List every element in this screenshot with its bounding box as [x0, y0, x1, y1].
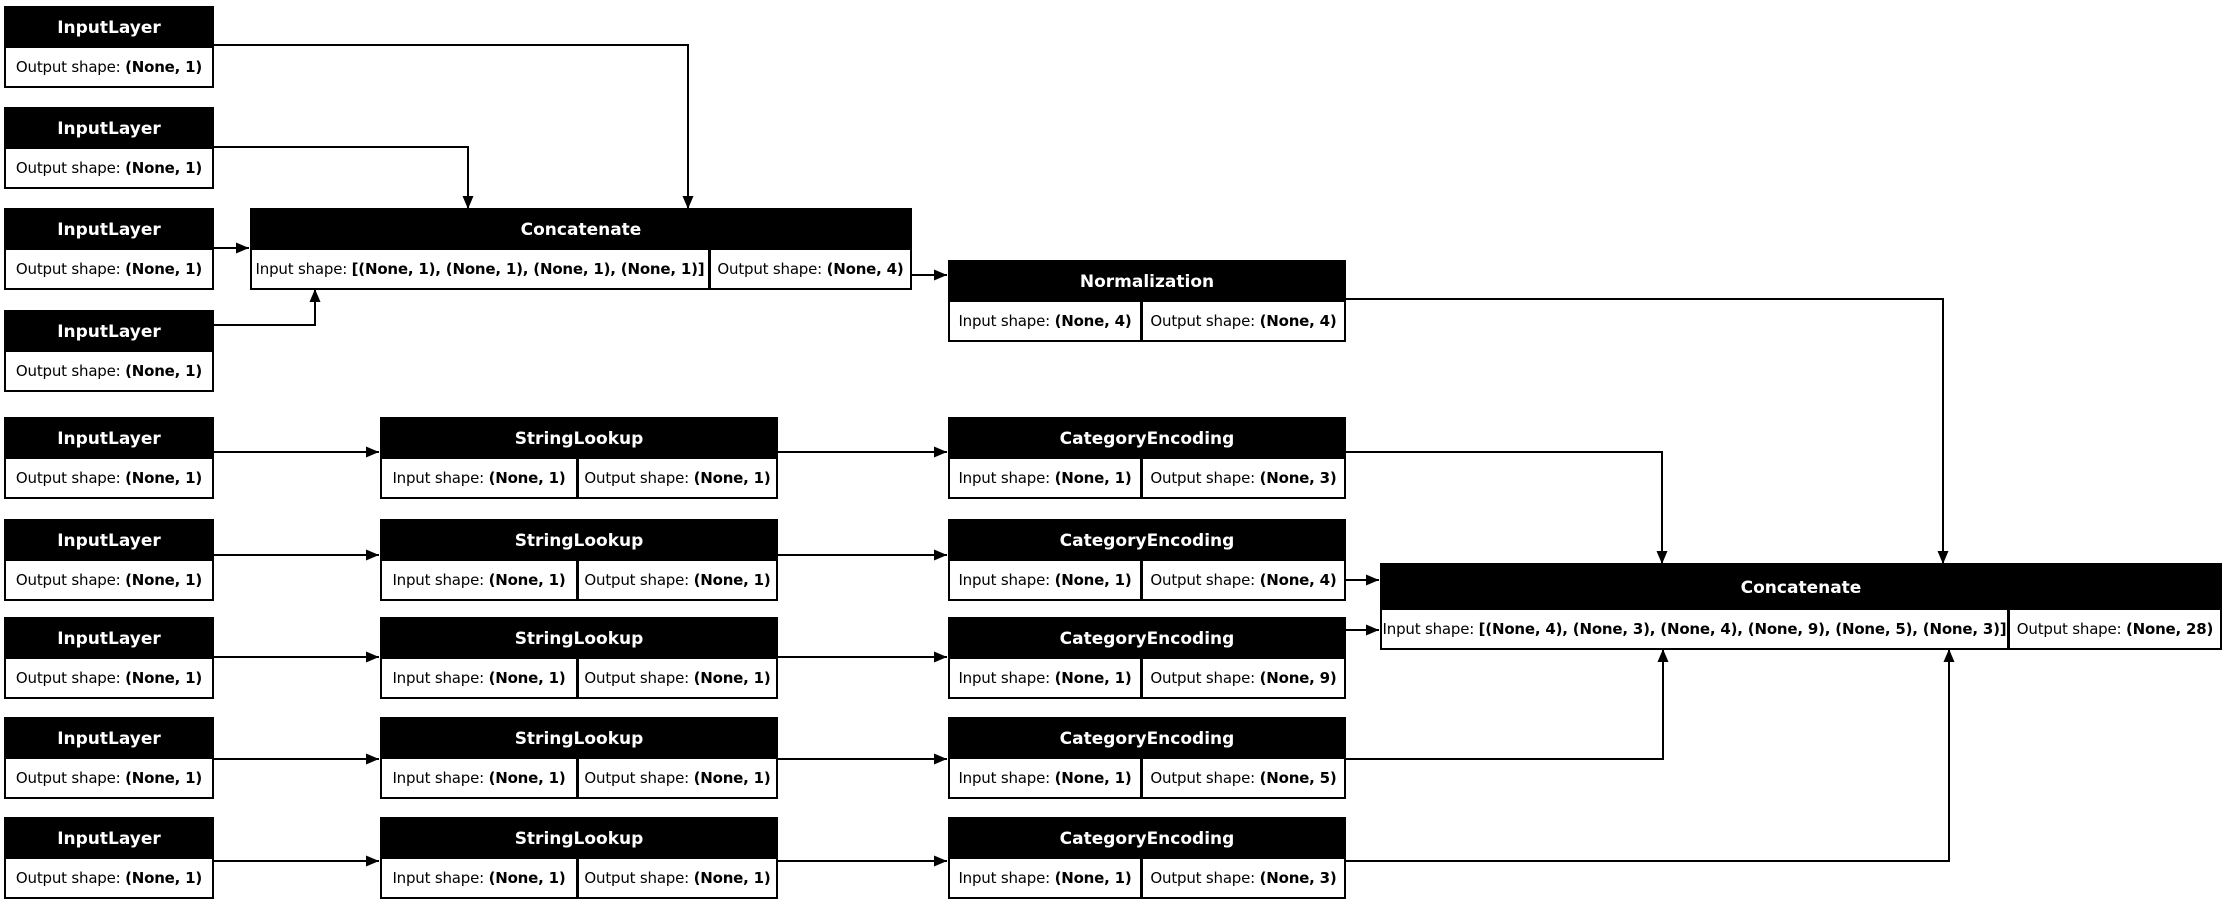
layer-title: InputLayer [57, 119, 161, 139]
layer-title: InputLayer [57, 220, 161, 240]
node-inputlayer-5: InputLayer Output shape: (None, 1) [4, 417, 214, 499]
input-shape-cell: Input shape: [(None, 4), (None, 3), (Non… [1382, 610, 2007, 648]
input-shape-cell: Input shape: (None, 4) [950, 302, 1140, 340]
output-shape-cell: Output shape: (None, 3) [1143, 859, 1344, 897]
edge-categoryencoding-4-to-concatenate-2 [1346, 649, 1669, 760]
input-shape-cell: Input shape: (None, 1) [950, 459, 1140, 497]
node-categoryencoding-3: CategoryEncoding Input shape: (None, 1) … [948, 617, 1346, 699]
output-shape-cell: Output shape: (None, 1) [6, 250, 212, 288]
output-shape-cell: Output shape: (None, 1) [579, 561, 776, 599]
node-categoryencoding-2: CategoryEncoding Input shape: (None, 1) … [948, 519, 1346, 601]
output-shape-cell: Output shape: (None, 1) [6, 659, 212, 697]
input-shape-cell: Input shape: (None, 1) [382, 459, 576, 497]
layer-title: InputLayer [57, 729, 161, 749]
output-shape-cell: Output shape: (None, 1) [579, 759, 776, 797]
node-stringlookup-1: StringLookup Input shape: (None, 1) Outp… [380, 417, 778, 499]
output-shape-cell: Output shape: (None, 28) [2010, 610, 2220, 648]
output-shape-cell: Output shape: (None, 9) [1143, 659, 1344, 697]
node-inputlayer-6: InputLayer Output shape: (None, 1) [4, 519, 214, 601]
edge-inputlayer-4-to-concatenate-1 [214, 289, 321, 326]
output-shape-cell: Output shape: (None, 4) [1143, 561, 1344, 599]
layer-title: CategoryEncoding [1059, 629, 1235, 649]
node-inputlayer-1: InputLayer Output shape: (None, 1) [4, 6, 214, 88]
layer-title: CategoryEncoding [1059, 531, 1235, 551]
layer-title: StringLookup [514, 629, 644, 649]
node-categoryencoding-5: CategoryEncoding Input shape: (None, 1) … [948, 817, 1346, 899]
output-shape-cell: Output shape: (None, 1) [6, 561, 212, 599]
layer-title: InputLayer [57, 322, 161, 342]
layer-title: InputLayer [57, 531, 161, 551]
layer-title: CategoryEncoding [1059, 729, 1235, 749]
input-shape-cell: Input shape: (None, 1) [382, 659, 576, 697]
node-categoryencoding-4: CategoryEncoding Input shape: (None, 1) … [948, 717, 1346, 799]
output-shape-cell: Output shape: (None, 1) [579, 859, 776, 897]
node-stringlookup-4: StringLookup Input shape: (None, 1) Outp… [380, 717, 778, 799]
layer-title: Normalization [1079, 272, 1215, 292]
edge-inputlayer-1-to-concatenate-1 [214, 44, 694, 209]
node-inputlayer-8: InputLayer Output shape: (None, 1) [4, 717, 214, 799]
node-concatenate-2: Concatenate Input shape: [(None, 4), (No… [1380, 563, 2222, 650]
node-inputlayer-4: InputLayer Output shape: (None, 1) [4, 310, 214, 392]
output-shape-cell: Output shape: (None, 1) [6, 352, 212, 390]
layer-title: InputLayer [57, 829, 161, 849]
output-shape-cell: Output shape: (None, 4) [1143, 302, 1344, 340]
layer-title: InputLayer [57, 429, 161, 449]
layer-title: StringLookup [514, 829, 644, 849]
edge-categoryencoding-5-to-concatenate-2 [1346, 649, 1955, 862]
output-shape-cell: Output shape: (None, 3) [1143, 459, 1344, 497]
node-stringlookup-5: StringLookup Input shape: (None, 1) Outp… [380, 817, 778, 899]
node-normalization: Normalization Input shape: (None, 4) Out… [948, 260, 1346, 342]
edge-categoryencoding-1-to-concatenate-2 [1346, 451, 1668, 564]
output-shape-cell: Output shape: (None, 1) [6, 759, 212, 797]
node-stringlookup-2: StringLookup Input shape: (None, 1) Outp… [380, 519, 778, 601]
edge-normalization-to-concatenate-2 [1346, 298, 1949, 564]
input-shape-cell: Input shape: (None, 1) [950, 561, 1140, 599]
output-shape-cell: Output shape: (None, 1) [6, 149, 212, 187]
node-inputlayer-3: InputLayer Output shape: (None, 1) [4, 208, 214, 290]
output-shape-cell: Output shape: (None, 1) [6, 459, 212, 497]
input-shape-cell: Input shape: [(None, 1), (None, 1), (Non… [252, 250, 708, 288]
layer-title: InputLayer [57, 629, 161, 649]
input-shape-cell: Input shape: (None, 1) [382, 859, 576, 897]
node-concatenate-1: Concatenate Input shape: [(None, 1), (No… [250, 208, 912, 290]
output-shape-cell: Output shape: (None, 1) [6, 859, 212, 897]
node-inputlayer-9: InputLayer Output shape: (None, 1) [4, 817, 214, 899]
layer-title: StringLookup [514, 531, 644, 551]
input-shape-cell: Input shape: (None, 1) [950, 859, 1140, 897]
node-stringlookup-3: StringLookup Input shape: (None, 1) Outp… [380, 617, 778, 699]
output-shape-cell: Output shape: (None, 1) [579, 659, 776, 697]
edge-inputlayer-2-to-concatenate-1 [214, 146, 474, 209]
layer-title: StringLookup [514, 429, 644, 449]
output-shape-cell: Output shape: (None, 5) [1143, 759, 1344, 797]
layer-title: InputLayer [57, 18, 161, 38]
output-shape-cell: Output shape: (None, 1) [6, 48, 212, 86]
input-shape-cell: Input shape: (None, 1) [382, 561, 576, 599]
node-categoryencoding-1: CategoryEncoding Input shape: (None, 1) … [948, 417, 1346, 499]
layer-title: CategoryEncoding [1059, 429, 1235, 449]
output-shape-cell: Output shape: (None, 4) [711, 250, 910, 288]
input-shape-cell: Input shape: (None, 1) [382, 759, 576, 797]
layer-title: Concatenate [1740, 577, 1862, 598]
node-inputlayer-2: InputLayer Output shape: (None, 1) [4, 107, 214, 189]
layer-title: StringLookup [514, 729, 644, 749]
input-shape-cell: Input shape: (None, 1) [950, 759, 1140, 797]
input-shape-cell: Input shape: (None, 1) [950, 659, 1140, 697]
output-shape-cell: Output shape: (None, 1) [579, 459, 776, 497]
layer-title: Concatenate [520, 220, 642, 240]
node-inputlayer-7: InputLayer Output shape: (None, 1) [4, 617, 214, 699]
layer-title: CategoryEncoding [1059, 829, 1235, 849]
